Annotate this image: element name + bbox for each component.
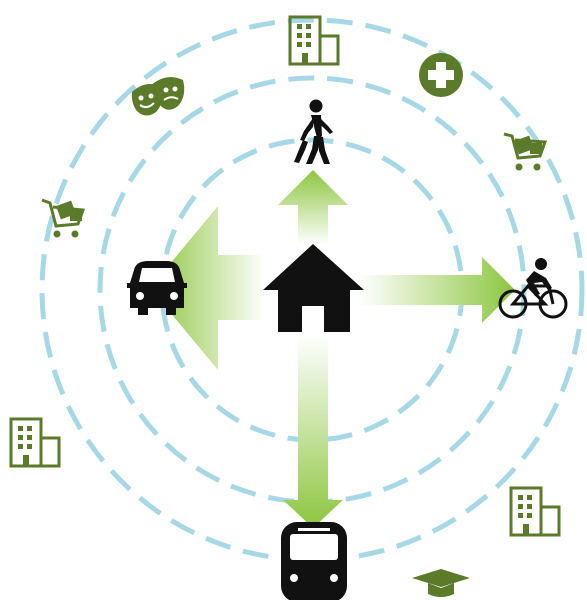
walking-icon xyxy=(294,99,333,164)
theatre-masks-icon xyxy=(131,77,185,116)
arrow-down xyxy=(283,335,343,528)
bus-icon xyxy=(281,522,347,600)
arrow-right xyxy=(360,257,515,323)
shopping-cart-icon xyxy=(503,132,548,171)
arrow-left xyxy=(150,206,265,370)
shopping-cart-icon xyxy=(41,198,86,238)
home-icon xyxy=(263,244,364,332)
office-building-icon xyxy=(509,486,561,537)
hospital-icon xyxy=(419,53,463,97)
bicycle-icon xyxy=(498,258,568,319)
car-icon xyxy=(127,261,187,315)
arrow-up xyxy=(278,170,348,245)
office-building-icon xyxy=(9,417,61,468)
ring-outer xyxy=(39,17,585,563)
graduation-cap-icon xyxy=(412,569,470,597)
arrows xyxy=(150,170,515,528)
office-building-icon xyxy=(288,15,340,66)
